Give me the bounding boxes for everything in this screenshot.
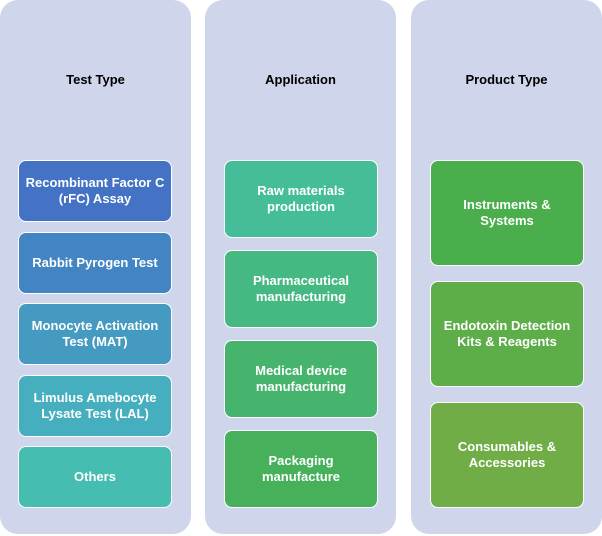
item-lal: Limulus Amebocyte Lysate Test (LAL) (18, 375, 172, 437)
column-title: Application (265, 72, 336, 87)
column-title: Product Type (465, 72, 548, 87)
item-label: Rabbit Pyrogen Test (32, 255, 158, 270)
item-label: Limulus Amebocyte Lysate Test (LAL) (33, 390, 157, 421)
item-label: Raw materials production (257, 183, 345, 214)
item-raw-materials: Raw materials production (224, 160, 378, 238)
item-endotoxin-kits: Endotoxin Detection Kits & Reagents (430, 281, 584, 387)
item-medical-device: Medical device manufacturing (224, 340, 378, 418)
item-packaging: Packaging manufacture (224, 430, 378, 508)
item-consumables: Consumables & Accessories (430, 402, 584, 508)
item-rfc-assay: Recombinant Factor C (rFC) Assay (18, 160, 172, 222)
item-label: Instruments & Systems (463, 197, 551, 228)
item-others: Others (18, 446, 172, 508)
item-label: Pharmaceutical manufacturing (252, 273, 350, 304)
column-product-type: Product Type Instruments & Systems Endot… (411, 0, 602, 534)
column-application: Application Raw materials production Pha… (205, 0, 396, 534)
item-mat: Monocyte Activation Test (MAT) (18, 303, 172, 365)
item-pharmaceutical: Pharmaceutical manufacturing (224, 250, 378, 328)
item-instruments: Instruments & Systems (430, 160, 584, 266)
item-label: Packaging manufacture (261, 453, 341, 484)
item-label: Others (74, 469, 116, 484)
column-title: Test Type (66, 72, 125, 87)
item-label: Monocyte Activation Test (MAT) (31, 318, 159, 349)
item-label: Endotoxin Detection Kits & Reagents (443, 318, 571, 349)
column-test-type: Test Type Recombinant Factor C (rFC) Ass… (0, 0, 191, 534)
item-rabbit-pyrogen-test: Rabbit Pyrogen Test (18, 232, 172, 294)
item-label: Consumables & Accessories (457, 439, 557, 470)
item-label: Recombinant Factor C (rFC) Assay (25, 175, 165, 206)
item-label: Medical device manufacturing (255, 363, 347, 394)
